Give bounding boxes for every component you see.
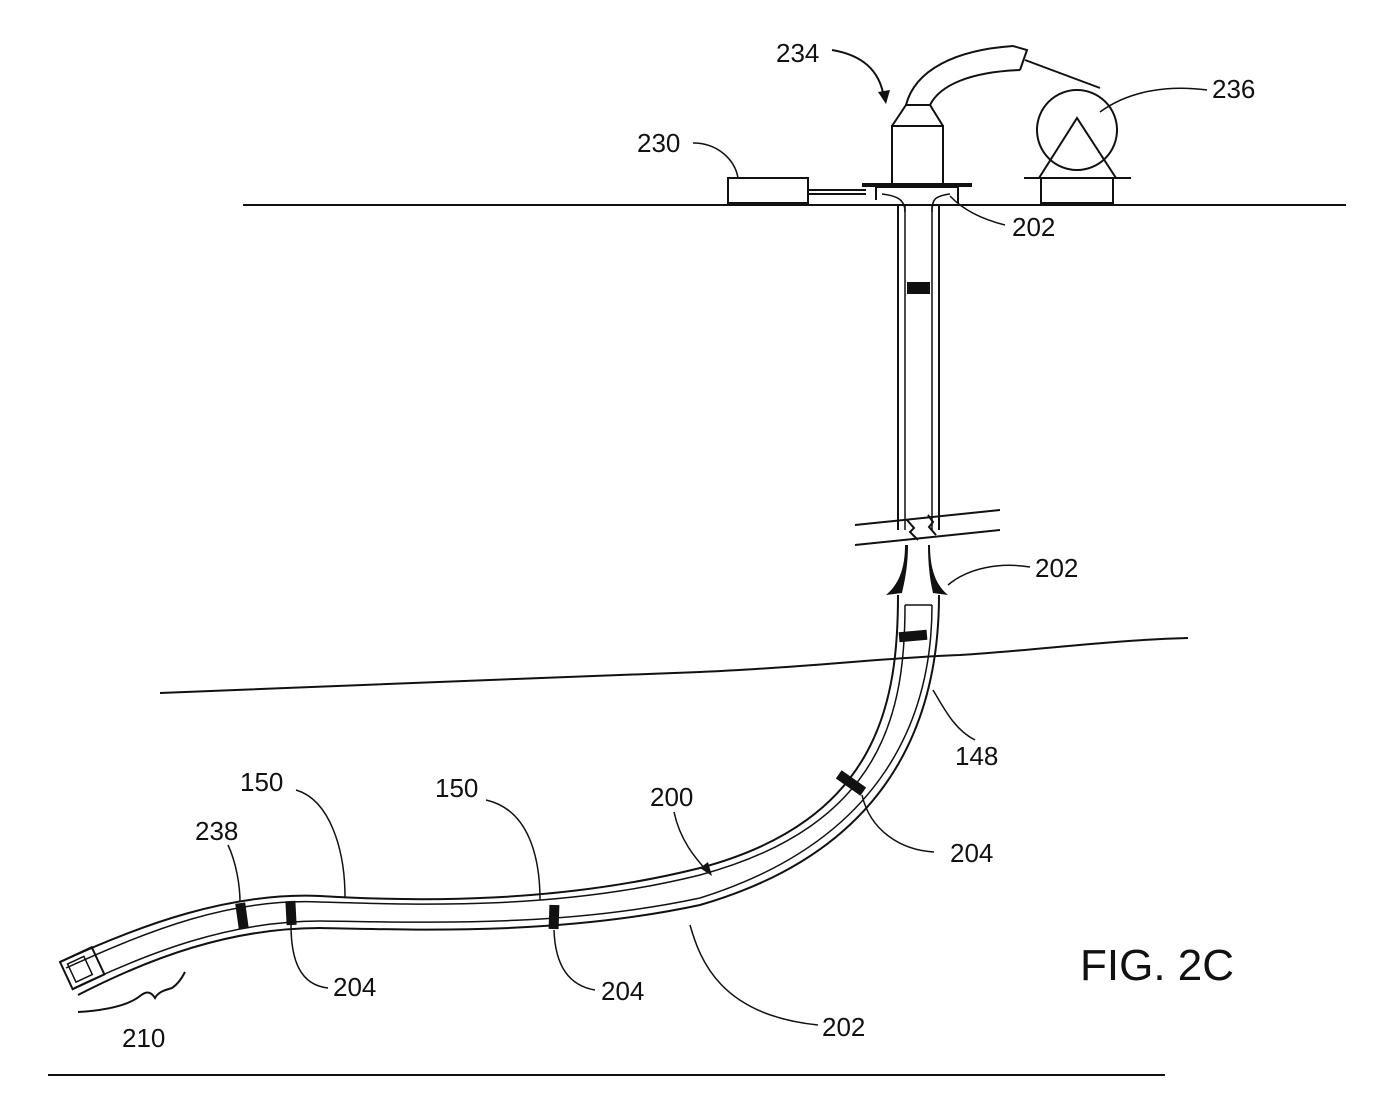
tubing-reel bbox=[1037, 90, 1117, 170]
vertical-well-inner bbox=[905, 205, 932, 530]
leader-236 bbox=[1100, 88, 1207, 112]
figure-label: FIG. 2C bbox=[1080, 941, 1234, 990]
injector-body bbox=[892, 105, 943, 183]
horizontal-well-outer-bottom bbox=[78, 595, 939, 995]
leader-204-horizontal bbox=[554, 930, 595, 990]
horizontal-well-inner-bottom bbox=[74, 605, 932, 988]
marker-band-curve-mid bbox=[836, 770, 866, 795]
label-204-curve: 204 bbox=[950, 838, 993, 868]
break-line-bottom bbox=[855, 530, 1000, 545]
leader-148 bbox=[933, 690, 975, 740]
leader-230 bbox=[693, 143, 738, 178]
label-230: 230 bbox=[637, 128, 680, 158]
marker-band-curve-upper bbox=[899, 630, 928, 642]
label-238: 238 bbox=[195, 816, 238, 846]
marker-band-vertical bbox=[907, 282, 930, 294]
break-line-top bbox=[855, 510, 1000, 525]
leader-202-bottom bbox=[690, 925, 818, 1025]
leader-202-mid bbox=[948, 565, 1030, 585]
marker-band-204-left bbox=[285, 901, 296, 925]
label-150-a: 150 bbox=[240, 767, 283, 797]
label-204-horizontal: 204 bbox=[601, 976, 644, 1006]
vertical-well-outer bbox=[898, 205, 939, 530]
label-236: 236 bbox=[1212, 74, 1255, 104]
gooseneck-tip bbox=[1013, 46, 1027, 70]
casing-flare-right bbox=[928, 545, 948, 595]
label-150-b: 150 bbox=[435, 773, 478, 803]
label-148: 148 bbox=[955, 741, 998, 771]
toe-tool-inner bbox=[68, 956, 93, 982]
label-202-mid: 202 bbox=[1035, 553, 1078, 583]
horizontal-well-outer-top bbox=[60, 595, 898, 962]
label-234: 234 bbox=[776, 38, 819, 68]
horizontal-well-inner-top bbox=[66, 605, 905, 968]
surface-unit-box bbox=[728, 178, 808, 203]
leader-150-b bbox=[486, 800, 540, 900]
arrowhead-234 bbox=[878, 90, 890, 104]
reel-base bbox=[1041, 178, 1113, 203]
formation-boundary-line bbox=[160, 638, 1188, 693]
label-204-left: 204 bbox=[333, 972, 376, 1002]
casing-flare-left bbox=[886, 545, 908, 595]
marker-band-horizontal bbox=[549, 905, 560, 929]
label-200: 200 bbox=[650, 782, 693, 812]
leader-204-left bbox=[291, 925, 328, 988]
leader-200 bbox=[674, 812, 708, 872]
label-202-top: 202 bbox=[1012, 212, 1055, 242]
coil-tubing-to-reel bbox=[1025, 60, 1100, 88]
leader-204-curve bbox=[862, 795, 934, 852]
label-210: 210 bbox=[122, 1023, 165, 1053]
leader-238 bbox=[228, 845, 240, 902]
leader-150-a bbox=[296, 790, 345, 897]
leader-234 bbox=[832, 50, 884, 98]
gooseneck bbox=[906, 46, 1020, 105]
label-202-bottom: 202 bbox=[822, 1012, 865, 1042]
